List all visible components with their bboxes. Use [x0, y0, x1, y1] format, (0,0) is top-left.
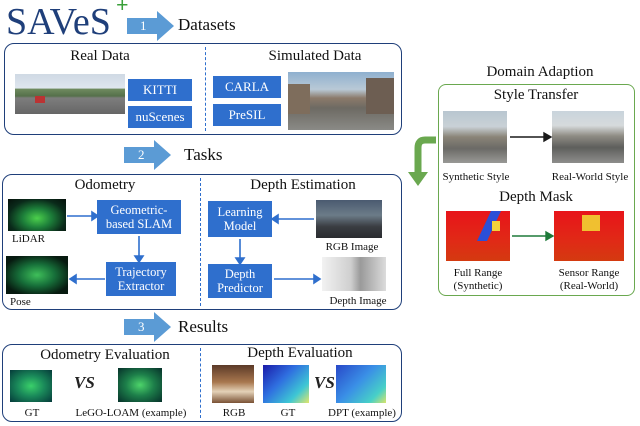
car-shape: [35, 96, 45, 103]
depth-mask-title: Depth Mask: [499, 189, 573, 205]
kitti-box: KITTI: [128, 79, 192, 101]
tasks-divider: [200, 178, 201, 306]
lidar-image: [8, 199, 66, 231]
odometry-title: Odometry: [74, 177, 136, 193]
simulated-street-image: [288, 72, 394, 130]
real-world-style-image: [552, 111, 624, 163]
building-left: [288, 84, 310, 114]
mask-yellow-patch: [492, 221, 500, 231]
step-num-3: 3: [138, 319, 145, 334]
step-num-1: 1: [140, 18, 147, 33]
sensor-range-mask-image: [554, 211, 624, 261]
trajectory-extractor-box: Trajectory Extractor: [106, 262, 176, 296]
building-right: [366, 78, 394, 114]
nuscenes-box: nuScenes: [128, 106, 192, 128]
logo-text: SAVeS: [6, 1, 111, 43]
results-panel: [2, 344, 402, 422]
presil-box: PreSIL: [213, 104, 281, 126]
datasets-divider: [205, 47, 206, 131]
full-range-label-2: (Synthetic): [453, 280, 503, 292]
style-transfer-title: Style Transfer: [493, 87, 579, 103]
odometry-method-image: [118, 368, 162, 402]
carla-box: CARLA: [213, 76, 281, 98]
learning-model-box: Learning Model: [208, 201, 272, 237]
depth-image: [322, 257, 386, 291]
odometry-gt-image: [10, 370, 52, 402]
depth-evaluation-title: Depth Evaluation: [247, 345, 353, 361]
odometry-method-label: LeGO-LOAM (example): [75, 407, 187, 419]
depth-predictor-box: Depth Predictor: [208, 264, 272, 298]
slam-box: Geometric-based SLAM: [97, 200, 181, 234]
depth-image-label: Depth Image: [329, 295, 387, 307]
odometry-vs-icon: VS: [74, 373, 95, 392]
step-label-2: Tasks: [184, 145, 223, 164]
domain-adaption-title: Domain Adaption: [486, 64, 594, 80]
step-arrow-1: [127, 11, 174, 41]
synthetic-style-label: Synthetic Style: [442, 171, 510, 183]
logo-plus: +: [116, 0, 129, 17]
pose-label: Pose: [10, 296, 31, 308]
domain-adaption-panel: [438, 84, 635, 296]
depth-rgb-image: [212, 365, 254, 403]
rgb-image-label: RGB Image: [325, 241, 379, 253]
full-range-mask-image: [446, 211, 510, 261]
logo: SAVeS +: [6, 0, 129, 43]
depth-method-image: [336, 365, 386, 403]
step-arrow-2: [124, 140, 171, 170]
simulated-data-title: Simulated Data: [268, 48, 362, 64]
depth-method-label: DPT (example): [328, 407, 396, 419]
depth-gt-image: [263, 365, 309, 403]
mask-yellow-region: [582, 215, 600, 231]
real-world-style-label: Real-World Style: [551, 171, 629, 183]
step-arrow-3: [124, 312, 171, 342]
depth-gt-label: GT: [280, 407, 296, 419]
results-divider: [200, 348, 201, 418]
green-connector-arrow: [414, 136, 436, 174]
step-label-3: Results: [178, 317, 229, 336]
depth-vs-icon: VS: [314, 373, 335, 392]
odometry-gt-label: GT: [24, 407, 40, 419]
depth-estimation-title: Depth Estimation: [250, 177, 356, 193]
step-label-1: Datasets: [178, 15, 236, 34]
step-num-2: 2: [138, 147, 145, 162]
real-road-image: [15, 74, 125, 114]
sensor-range-label-2: (Real-World): [559, 280, 619, 292]
pose-image: [6, 256, 68, 294]
real-data-title: Real Data: [70, 48, 130, 64]
synthetic-style-image: [443, 111, 507, 163]
odometry-evaluation-title: Odometry Evaluation: [40, 347, 170, 363]
lidar-label: LiDAR: [12, 233, 45, 245]
sensor-range-label-1: Sensor Range: [558, 267, 620, 279]
rgb-image: [316, 200, 382, 238]
full-range-label-1: Full Range: [453, 267, 503, 279]
depth-rgb-label: RGB: [222, 407, 246, 419]
